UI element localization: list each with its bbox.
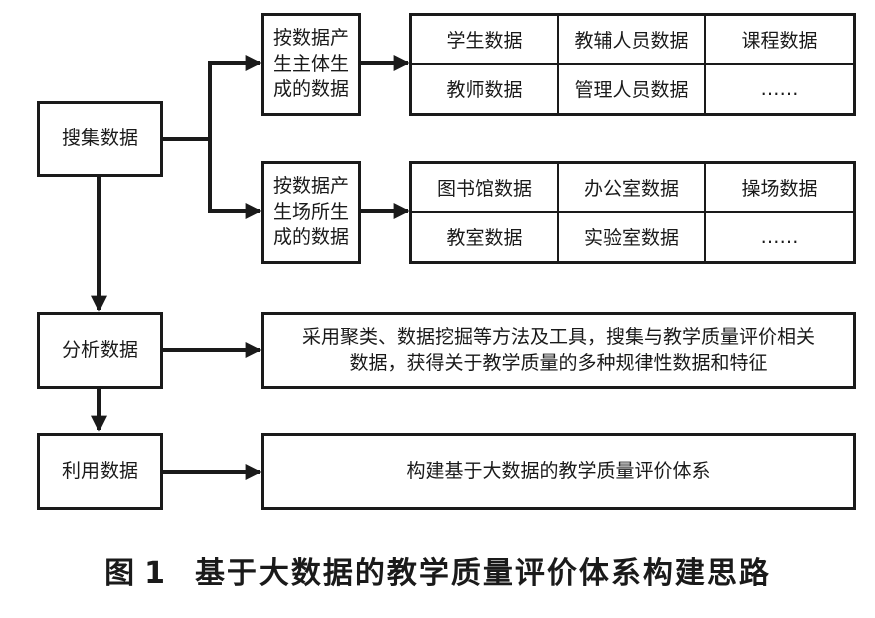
- caption-number: 1: [144, 556, 167, 591]
- caption-label: 图: [104, 556, 137, 591]
- grid-cell: 实验室数据: [559, 212, 706, 261]
- grid-cell: 课程数据: [706, 16, 853, 65]
- by-subject-node: 按数据产生主体生成的数据: [261, 13, 361, 116]
- by-place-node: 按数据产生场所生成的数据: [261, 161, 361, 264]
- grid-cell: ……: [760, 225, 799, 248]
- by-place-label: 按数据产生场所生成的数据: [273, 175, 350, 249]
- analyze-description-box: 采用聚类、数据挖掘等方法及工具，搜集与教学质量评价相关数据，获得关于教学质量的多…: [261, 312, 856, 389]
- grid-cell: 操场数据: [706, 164, 853, 213]
- analyze-description-text: 采用聚类、数据挖掘等方法及工具，搜集与教学质量评价相关数据，获得关于教学质量的多…: [301, 325, 815, 374]
- grid-cell: 教师数据: [412, 64, 559, 113]
- utilize-data-label: 利用数据: [61, 459, 138, 482]
- place-data-grid: 图书馆数据 办公室数据 操场数据 教室数据 实验室数据 ……: [409, 161, 856, 264]
- grid-cell: 办公室数据: [559, 164, 706, 213]
- utilize-description-box: 构建基于大数据的教学质量评价体系: [261, 433, 856, 510]
- collect-data-label: 搜集数据: [61, 127, 138, 150]
- grid-cell: 教辅人员数据: [559, 16, 706, 65]
- collect-data-node: 搜集数据: [37, 101, 163, 177]
- grid-cell: 图书馆数据: [412, 164, 559, 213]
- subject-data-grid: 学生数据 教辅人员数据 课程数据 教师数据 管理人员数据 ……: [409, 13, 856, 116]
- by-subject-label: 按数据产生主体生成的数据: [273, 27, 350, 101]
- utilize-data-node: 利用数据: [37, 433, 163, 510]
- analyze-data-node: 分析数据: [37, 312, 163, 389]
- grid-cell: 学生数据: [412, 16, 559, 65]
- utilize-description-text: 构建基于大数据的教学质量评价体系: [406, 459, 711, 482]
- analyze-data-label: 分析数据: [61, 338, 138, 361]
- collect-branch-line-2: [208, 139, 262, 219]
- caption-title: 基于大数据的教学质量评价体系构建思路: [194, 556, 771, 591]
- collect-branch-line: [163, 55, 262, 141]
- grid-cell: 管理人员数据: [559, 64, 706, 113]
- grid-cell: 教室数据: [412, 212, 559, 261]
- grid-cell: ……: [760, 77, 799, 100]
